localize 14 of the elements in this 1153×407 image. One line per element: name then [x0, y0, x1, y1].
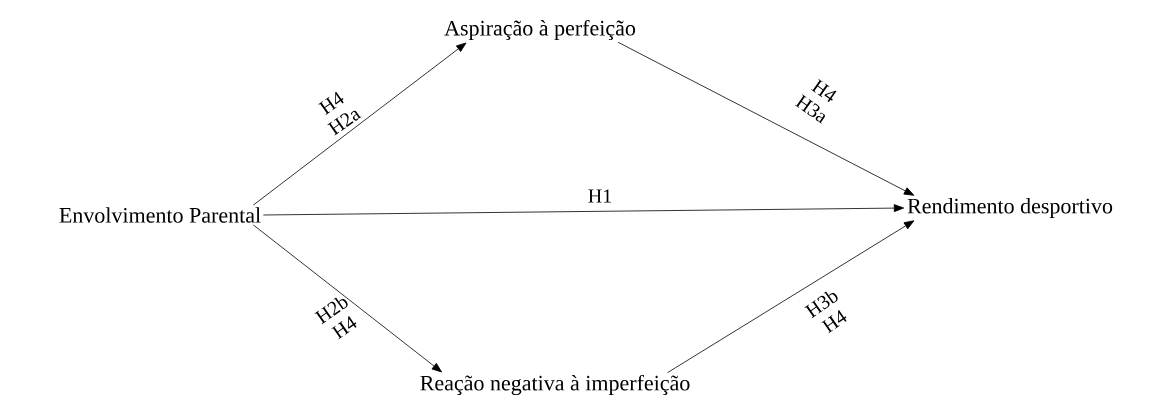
arrow — [667, 220, 915, 374]
node-label: Reação negativa à imperfeição — [420, 374, 690, 396]
arrow — [262, 204, 905, 216]
node-label: Envolvimento Parental — [59, 207, 261, 223]
edge-label: H1 — [588, 189, 612, 203]
edge-label: H3b H4 — [804, 291, 847, 334]
arrow — [252, 224, 442, 373]
node-label: Rendimento desportivo — [907, 198, 1113, 218]
edge-label: H4 H2a — [318, 91, 362, 136]
edge-label: H4 H3a — [794, 78, 837, 124]
edge-label: H2b H4 — [314, 297, 357, 340]
arrow — [252, 42, 467, 206]
arrow — [617, 41, 915, 196]
node-label: Aspiração à perfeição — [444, 19, 636, 41]
